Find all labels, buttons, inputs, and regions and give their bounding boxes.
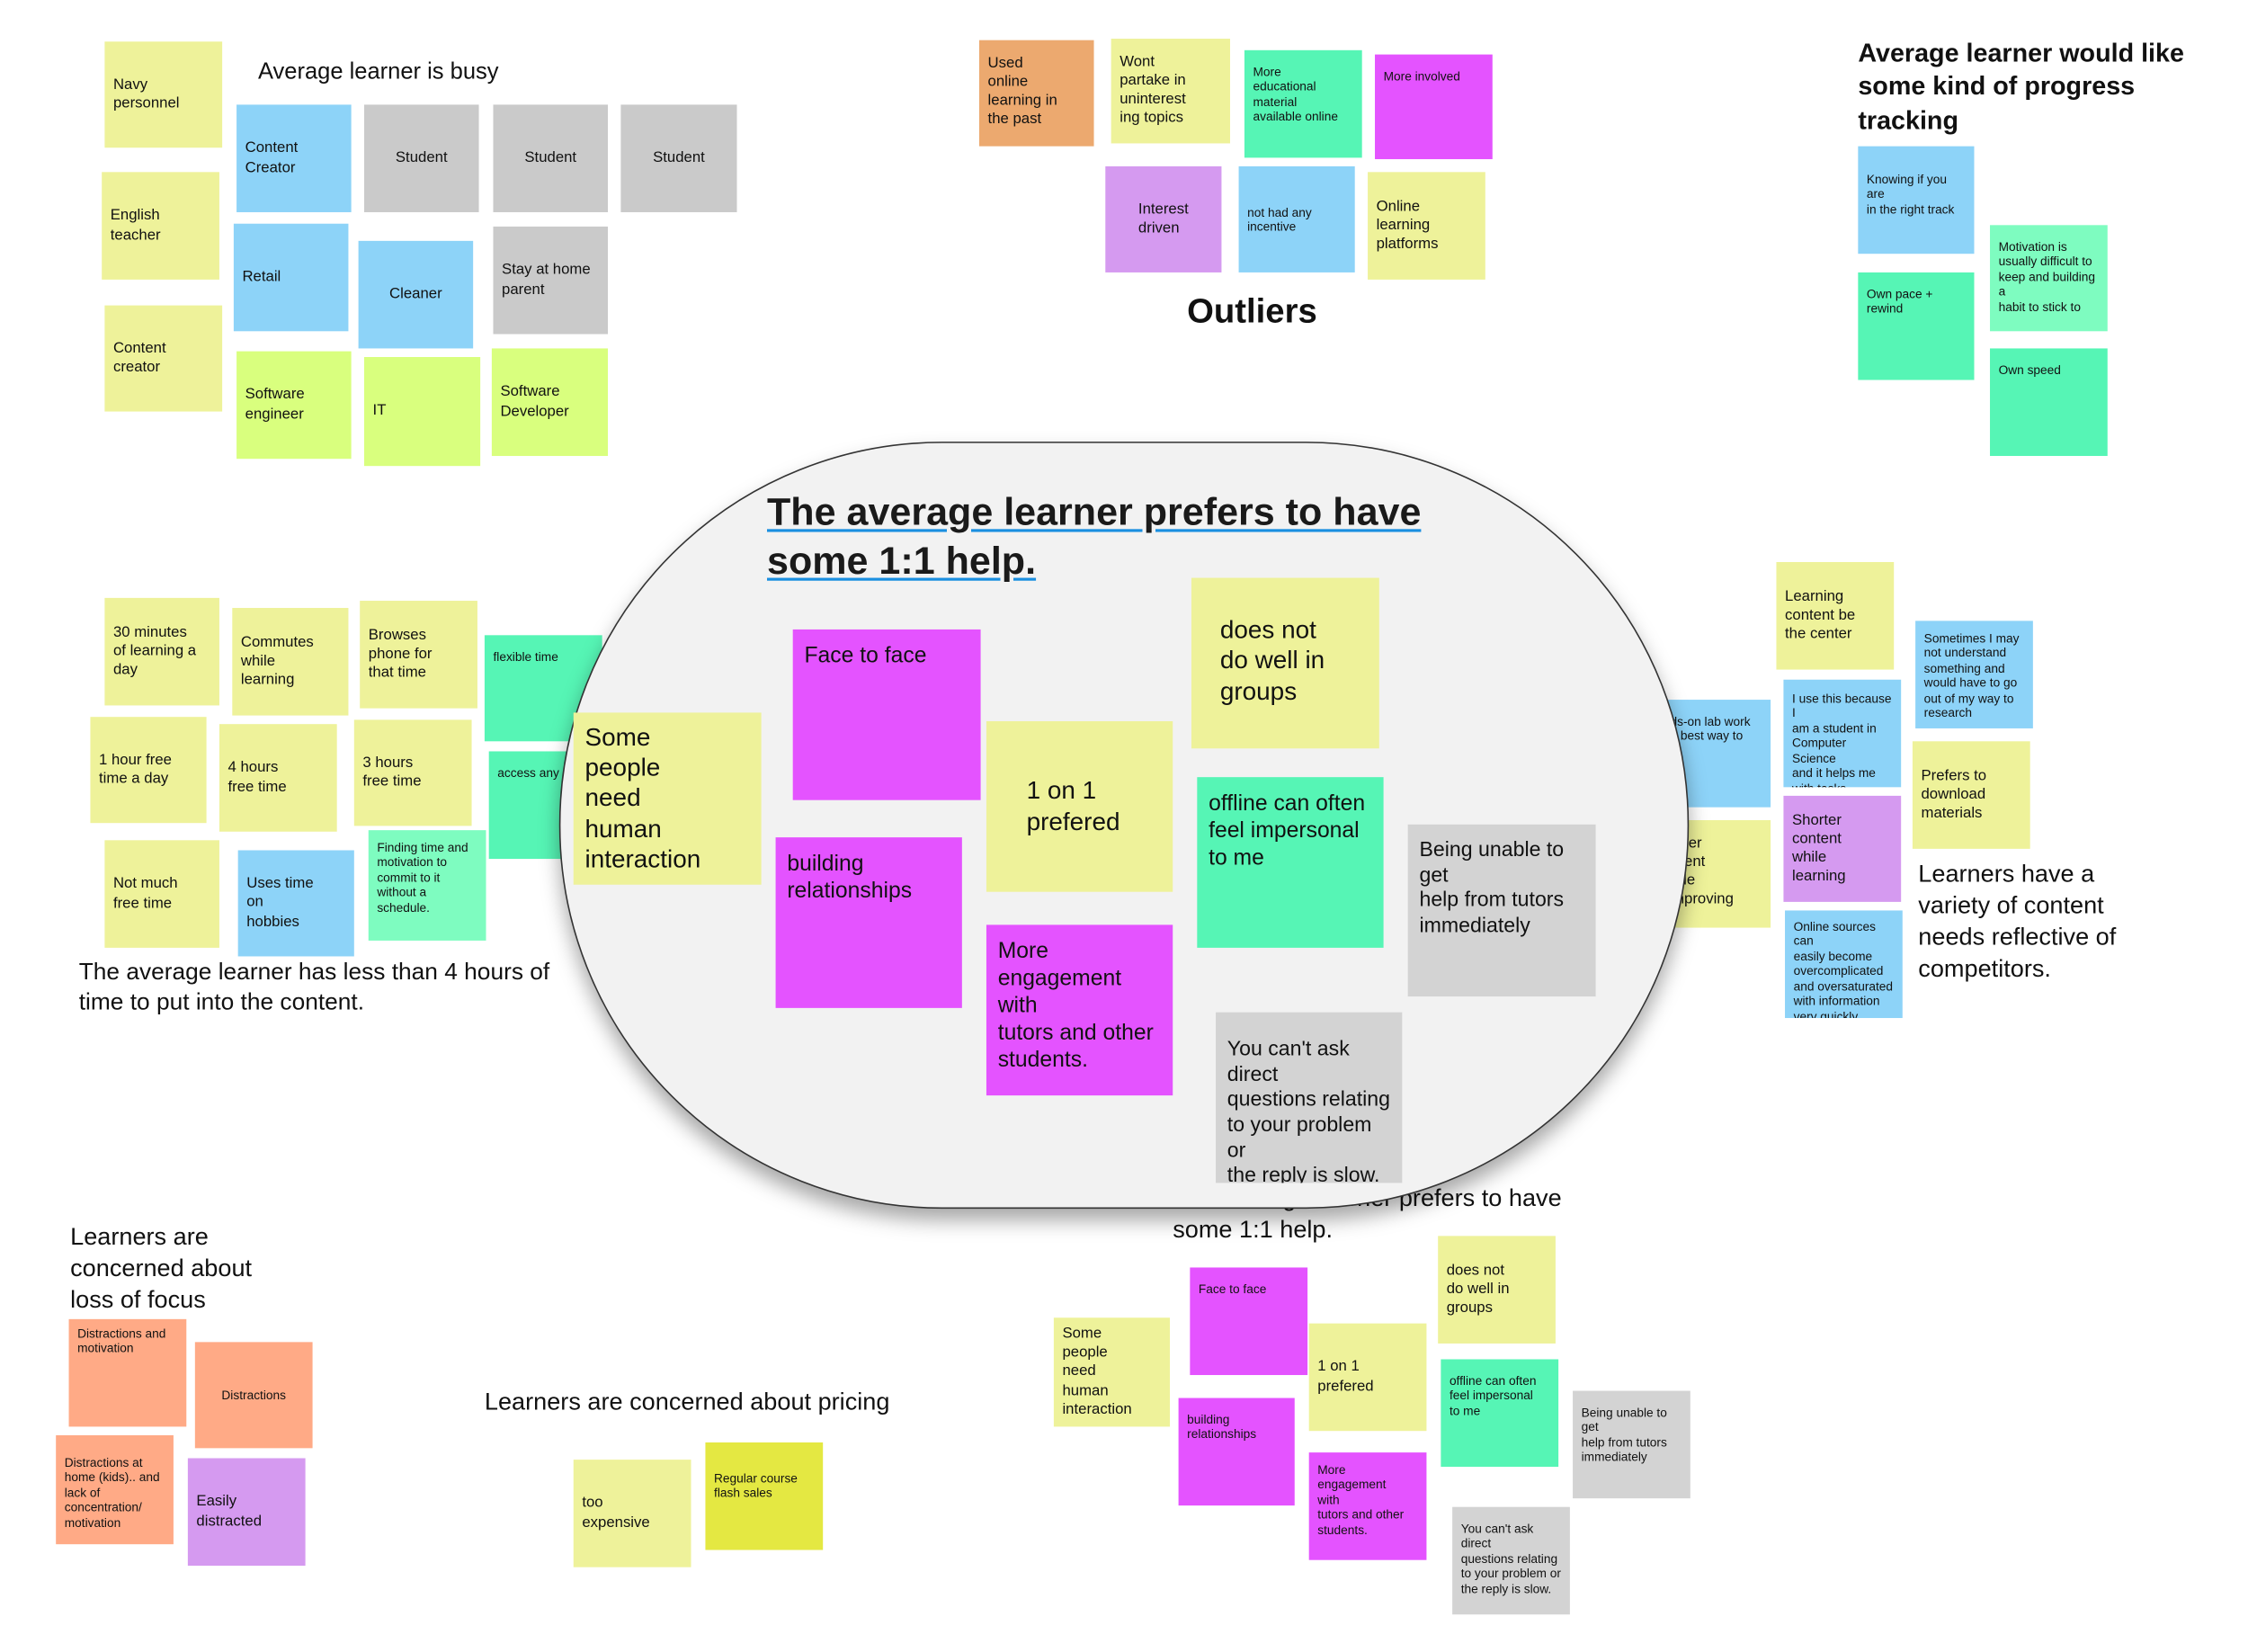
group-title: The average learner prefers to have some… (767, 490, 1422, 582)
sticky-note-large[interactable]: More engagement with tutors and other st… (986, 924, 1173, 1096)
sticky-note-large[interactable]: does not do well in groups (1191, 577, 1379, 749)
sticky-note[interactable]: I use this because I am a student in Com… (1783, 679, 1902, 788)
sticky-note[interactable]: Student (493, 104, 609, 212)
sticky-note[interactable]: Cleaner (358, 240, 474, 349)
heading-progress: Average learner would like some kind of … (1858, 39, 2184, 135)
sticky-note[interactable]: 1 on 1 prefered (1308, 1323, 1427, 1432)
heading-busy: Average learner is busy (257, 59, 499, 85)
sticky-note[interactable]: Interest driven (1105, 165, 1222, 272)
sticky-note[interactable]: Content creator (104, 305, 223, 412)
sticky-note[interactable]: Online learning platforms (1368, 172, 1485, 280)
sticky-note[interactable]: IT (363, 357, 481, 467)
sticky-note[interactable]: Browses phone for that time (360, 601, 477, 709)
sticky-note[interactable]: Student (363, 104, 479, 212)
sticky-note[interactable]: Motivation is usually difficult to keep … (1990, 225, 2108, 332)
sticky-note[interactable]: Shorter content while learning (1783, 795, 1902, 902)
sticky-note[interactable]: Used online learning in the past (978, 40, 1094, 147)
heading-variety: Learners have a variety of content needs… (1918, 860, 2117, 983)
sticky-note[interactable]: Not much free time (104, 840, 219, 948)
sticky-note[interactable]: Regular course flash sales (705, 1442, 824, 1550)
sticky-note[interactable]: flexible time (484, 635, 602, 742)
sticky-note[interactable]: 1 hour free time a day (90, 717, 207, 824)
sticky-note[interactable]: 30 minutes of learning a day (104, 597, 219, 706)
sticky-note[interactable]: Distractions at home (kids).. and lack o… (56, 1434, 174, 1545)
sticky-note[interactable]: does not do well in groups (1438, 1236, 1556, 1344)
sticky-note-large[interactable]: Face to face (792, 629, 981, 800)
sticky-note[interactable]: Distractions and motivation (68, 1318, 187, 1427)
sticky-note-large[interactable]: You can't ask direct questions relating … (1216, 1012, 1403, 1183)
sticky-note-large[interactable]: 1 on 1 prefered (986, 720, 1173, 892)
sticky-note[interactable]: English teacher (102, 172, 219, 280)
sticky-note[interactable]: too expensive (573, 1460, 691, 1567)
sticky-note[interactable]: Software Developer (491, 348, 609, 457)
sticky-note-large[interactable]: Some people need human interaction (573, 712, 762, 885)
sticky-note[interactable]: Own pace + rewind (1858, 272, 1975, 380)
sticky-note[interactable]: You can't ask direct questions relating … (1452, 1506, 1570, 1615)
sticky-note[interactable]: Finding time and motivation to commit to… (368, 830, 486, 941)
sticky-note[interactable]: Retail (233, 223, 349, 332)
sticky-note[interactable]: Uses time on hobbies (237, 850, 354, 957)
sticky-note-large[interactable]: Being unable to get help from tutors imm… (1407, 824, 1596, 997)
sticky-note[interactable]: Own speed (1990, 348, 2108, 457)
heading-time: The average learner has less than 4 hour… (78, 959, 550, 1016)
sticky-note-large[interactable]: offline can often feel impersonal to me (1197, 777, 1384, 948)
sticky-note[interactable]: Learning content be the center (1776, 562, 1895, 670)
sticky-note[interactable]: Navy personnel (104, 41, 223, 148)
sticky-note[interactable]: Online sources can easily become overcom… (1785, 910, 1903, 1019)
heading-focus: Learners are concerned about loss of foc… (70, 1223, 253, 1314)
sticky-note[interactable]: Face to face (1190, 1267, 1308, 1376)
sticky-note-large[interactable]: building relationships (775, 837, 962, 1008)
sticky-note[interactable]: Student (620, 104, 737, 212)
sticky-note[interactable]: Commutes while learning (232, 608, 349, 716)
sticky-note[interactable]: Content Creator (236, 104, 352, 212)
sticky-note[interactable]: Wont partake in uninterest ing topics (1111, 39, 1230, 144)
sticky-note[interactable]: Some people need human interaction (1053, 1317, 1171, 1427)
sticky-note[interactable]: 3 hours free time (353, 719, 472, 826)
sticky-note[interactable]: Sometimes I may not understand something… (1915, 621, 2033, 728)
sticky-note[interactable]: More involved (1375, 54, 1493, 159)
sticky-note[interactable]: Easily distracted (187, 1458, 306, 1567)
heading-outliers: Outliers (1187, 292, 1317, 332)
sticky-note[interactable]: Distractions (194, 1342, 313, 1449)
sticky-note[interactable]: Being unable to get help from tutors imm… (1573, 1390, 1690, 1499)
sticky-note[interactable]: Knowing if you are in the right track (1858, 146, 1975, 254)
heading-pricing: Learners are concerned about pricing (484, 1388, 890, 1415)
sticky-note[interactable]: Software engineer (236, 351, 352, 460)
sticky-note[interactable]: Stay at home parent (493, 226, 609, 335)
sticky-note[interactable]: offline can often feel impersonal to me (1441, 1359, 1559, 1468)
sticky-note[interactable]: building relationships (1178, 1398, 1295, 1506)
sticky-note[interactable]: More engagement with tutors and other st… (1308, 1452, 1427, 1560)
sticky-note[interactable]: 4 hours free time (219, 724, 337, 832)
sticky-note[interactable]: More educational material available onli… (1244, 49, 1362, 158)
sticky-note[interactable]: not had any incentive (1238, 165, 1355, 272)
sticky-note[interactable]: Prefers to download materials (1912, 741, 2030, 849)
